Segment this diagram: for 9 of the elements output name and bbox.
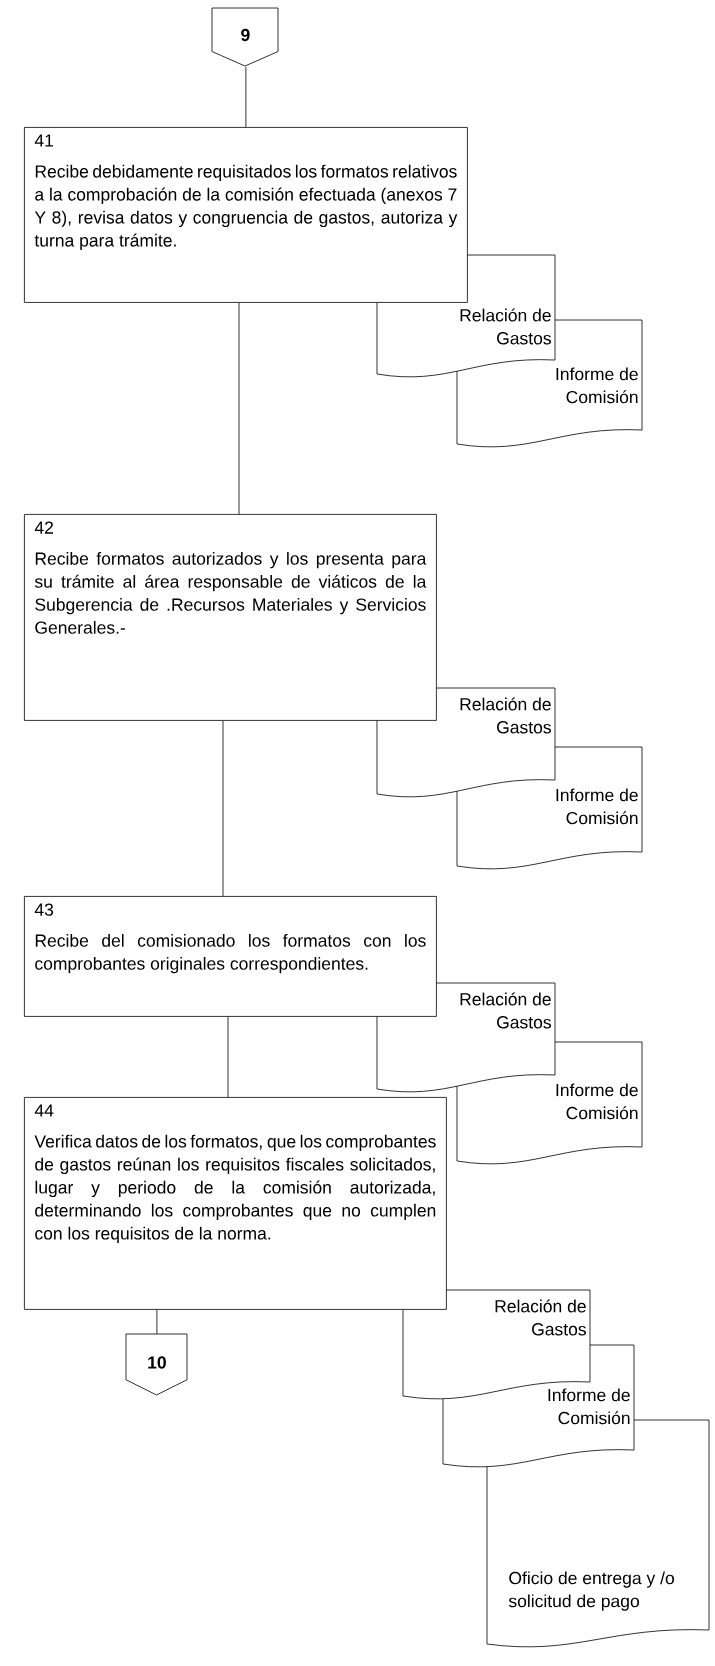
- process-box: 44 Verifica datos de los formatos, que los comprobantes de gastos reúnan los requisitos fiscales solicitados, lugar y periodo de la comisión autorizada, determinando los comprobantes que no cumplen con los requisitos de la norma.: [24, 1097, 447, 1310]
- connector-line: [245, 66, 247, 128]
- connector-line: [227, 1016, 229, 1098]
- off-page-connector: 10: [125, 1333, 188, 1396]
- connector-line: [222, 720, 224, 897]
- connector-line: [238, 302, 240, 515]
- process-box: 42 Recibe formatos autorizados y los presenta para su trámite al área responsable de viáticos de la Subgerencia de .Recursos Materiales y Servicios Generales.-: [24, 514, 437, 721]
- connector-line: [156, 1309, 158, 1335]
- off-page-connector: 9: [211, 7, 279, 67]
